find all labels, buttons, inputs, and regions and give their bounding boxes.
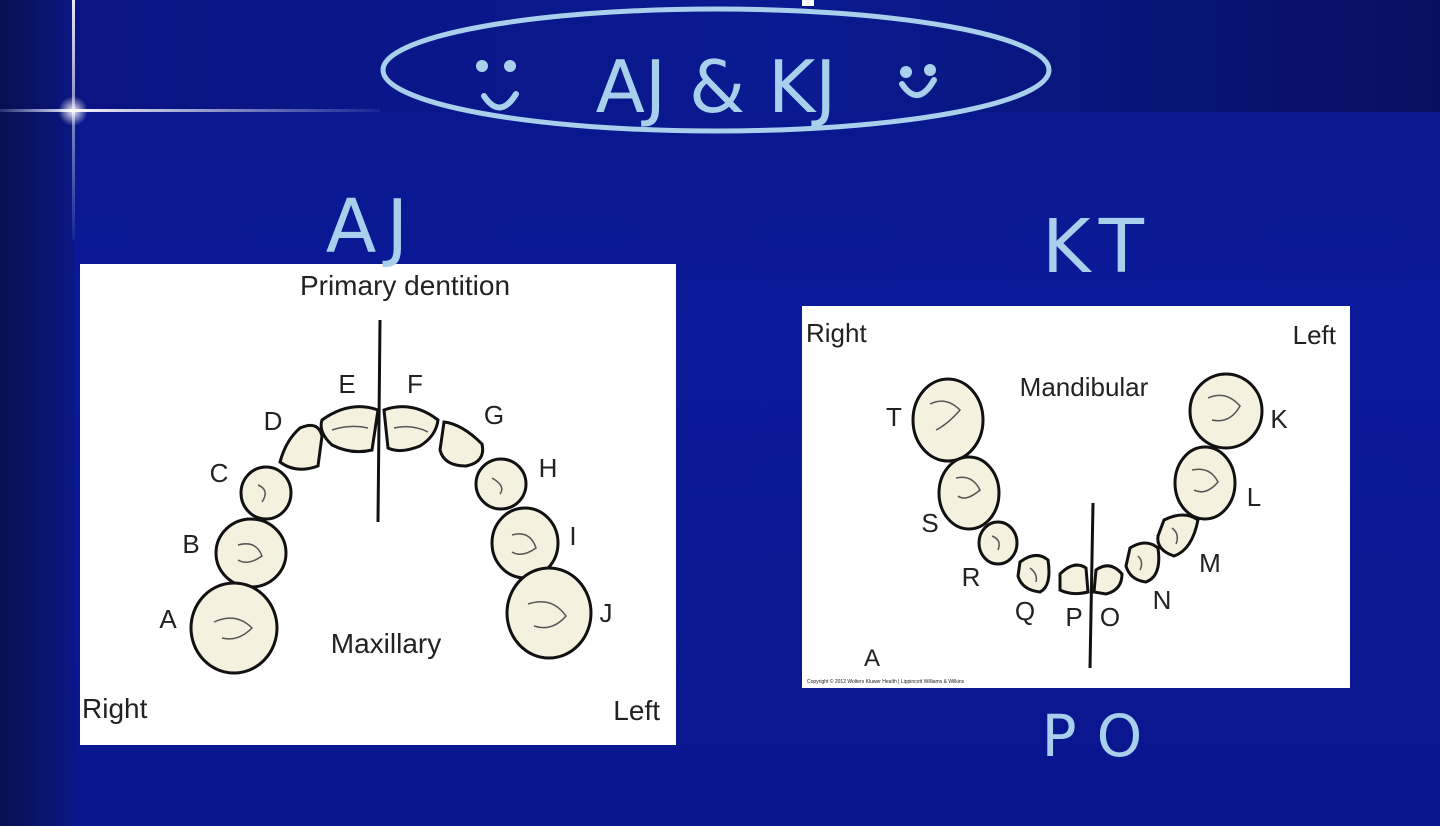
mandibular-side-left: Left xyxy=(1293,320,1337,350)
tooth-a xyxy=(189,581,279,675)
tooth-h xyxy=(474,457,528,511)
left-heading: AJ xyxy=(326,184,418,270)
tooth-p xyxy=(1058,563,1090,596)
label-p: P xyxy=(1065,602,1082,632)
label-t: T xyxy=(886,402,902,432)
title-oval xyxy=(380,6,1052,134)
mandibular-arch-label: Mandibular xyxy=(1020,372,1149,402)
tooth-o xyxy=(1092,564,1124,596)
tooth-c xyxy=(239,465,293,521)
label-m: M xyxy=(1199,548,1221,578)
top-mark xyxy=(802,0,814,6)
maxillary-midline xyxy=(376,319,382,523)
maxillary-teeth xyxy=(189,405,593,675)
smiley-left-icon xyxy=(476,60,519,111)
tooth-e xyxy=(319,405,380,454)
mandibular-corner-label: A xyxy=(864,645,880,672)
tooth-m xyxy=(1156,513,1200,558)
top-band xyxy=(0,0,1440,112)
tooth-g xyxy=(438,420,485,468)
label-s: S xyxy=(921,508,938,538)
mandibular-panel xyxy=(802,306,1350,688)
label-b: B xyxy=(182,529,199,559)
right-heading: KT xyxy=(1042,204,1158,290)
maxillary-tooth-labels: A B C D E F G H I J xyxy=(159,369,612,634)
maxillary-side-left: Left xyxy=(613,695,660,726)
label-l: L xyxy=(1247,482,1261,512)
smiley-right-icon xyxy=(899,64,937,98)
mandibular-midline xyxy=(1088,502,1095,669)
label-n: N xyxy=(1153,585,1172,615)
label-q: Q xyxy=(1015,596,1035,626)
tooth-l xyxy=(1173,445,1237,521)
left-band xyxy=(0,0,74,826)
tooth-n xyxy=(1124,541,1161,584)
label-i: I xyxy=(569,521,576,551)
right-footer: PO xyxy=(1042,702,1163,770)
tooth-d xyxy=(278,423,324,471)
label-g: G xyxy=(484,400,504,430)
tooth-b xyxy=(214,517,288,589)
tooth-f xyxy=(382,405,440,453)
label-o: O xyxy=(1100,602,1120,632)
label-a: A xyxy=(159,604,177,634)
label-e: E xyxy=(338,369,355,399)
mandibular-tooth-labels: T S R Q P O N M L K xyxy=(886,402,1288,632)
tooth-t xyxy=(911,377,985,463)
maxillary-arch-label: Maxillary xyxy=(331,628,441,659)
decor-horizontal-line xyxy=(0,109,380,112)
label-d: D xyxy=(264,406,283,436)
label-k: K xyxy=(1270,404,1288,434)
mandibular-tooth-grooves xyxy=(929,394,1241,583)
label-h: H xyxy=(539,453,558,483)
maxillary-tooth-grooves xyxy=(213,425,567,640)
label-f: F xyxy=(407,369,423,399)
label-r: R xyxy=(962,562,981,592)
tooth-s xyxy=(937,455,1001,531)
label-j: J xyxy=(600,598,613,628)
slide-title: AJ & KJ xyxy=(596,45,837,129)
tooth-j xyxy=(505,566,593,660)
tooth-k xyxy=(1188,372,1264,450)
tooth-q xyxy=(1016,554,1051,594)
light-flare xyxy=(58,96,88,126)
mandibular-teeth xyxy=(911,372,1264,596)
maxillary-title: Primary dentition xyxy=(300,270,510,301)
maxillary-side-right: Right xyxy=(82,693,148,724)
label-c: C xyxy=(210,458,229,488)
mandibular-side-right: Right xyxy=(806,318,867,348)
mandibular-copyright: Copyright © 2012 Wolters Kluwer Health |… xyxy=(807,678,965,685)
tooth-r xyxy=(977,520,1019,566)
